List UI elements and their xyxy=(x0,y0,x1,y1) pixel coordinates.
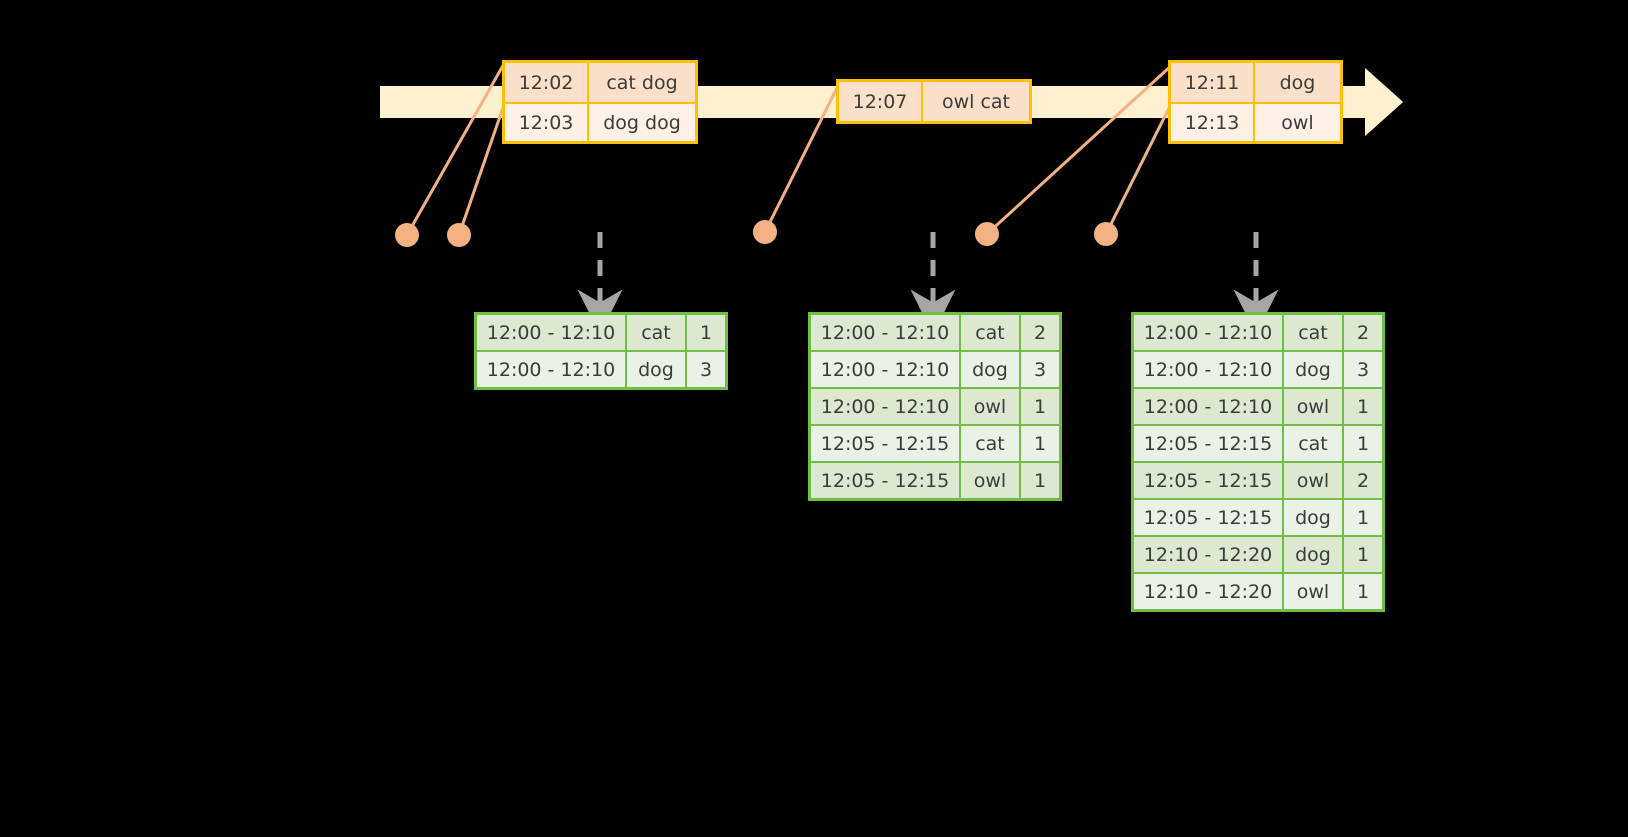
cell-window: 12:00 - 12:10 xyxy=(811,389,959,424)
cell-count: 1 xyxy=(1021,426,1059,461)
event-marker-5 xyxy=(1094,222,1118,246)
marker-dots xyxy=(395,220,1118,247)
cell-count: 1 xyxy=(1344,574,1382,609)
cell-window: 12:10 - 12:20 xyxy=(1134,574,1282,609)
cell-window: 12:00 - 12:10 xyxy=(1134,352,1282,387)
cell-key: cat xyxy=(627,315,685,350)
event-payload: dog dog xyxy=(589,102,695,141)
cell-key: owl xyxy=(961,463,1019,498)
event-marker-1-line xyxy=(405,61,507,236)
cell-window: 12:05 - 12:15 xyxy=(811,463,959,498)
event-time: 12:03 xyxy=(505,102,589,141)
cell-count: 1 xyxy=(1021,389,1059,424)
cell-count: 2 xyxy=(1344,315,1382,350)
cell-window: 12:05 - 12:15 xyxy=(1134,463,1282,498)
cell-key: dog xyxy=(961,352,1019,387)
event-marker-4 xyxy=(975,222,999,246)
event-payload: owl xyxy=(1255,102,1340,141)
cell-window: 12:05 - 12:15 xyxy=(1134,426,1282,461)
cell-key: dog xyxy=(1284,352,1342,387)
cell-key: owl xyxy=(1284,574,1342,609)
cell-key: dog xyxy=(627,352,685,387)
cell-count: 3 xyxy=(1021,352,1059,387)
cell-key: dog xyxy=(1284,500,1342,535)
cell-count: 2 xyxy=(1021,315,1059,350)
cell-window: 12:05 - 12:15 xyxy=(811,426,959,461)
cell-key: cat xyxy=(1284,426,1342,461)
cell-window: 12:05 - 12:15 xyxy=(1134,500,1282,535)
cell-window: 12:00 - 12:10 xyxy=(1134,389,1282,424)
cell-key: cat xyxy=(961,426,1019,461)
cell-window: 12:00 - 12:10 xyxy=(1134,315,1282,350)
cell-key: dog xyxy=(1284,537,1342,572)
cell-count: 1 xyxy=(687,315,725,350)
cell-window: 12:00 - 12:10 xyxy=(811,352,959,387)
cell-count: 1 xyxy=(1344,500,1382,535)
cell-window: 12:00 - 12:10 xyxy=(477,352,625,387)
event-marker-3 xyxy=(753,220,777,244)
event-marker-2 xyxy=(447,223,471,247)
event-marker-3-line xyxy=(763,81,842,233)
cell-count: 1 xyxy=(1344,537,1382,572)
cell-count: 1 xyxy=(1344,426,1382,461)
cell-count: 2 xyxy=(1344,463,1382,498)
cell-window: 12:00 - 12:10 xyxy=(811,315,959,350)
event-time: 12:07 xyxy=(839,82,923,121)
flow-arrows xyxy=(577,232,1279,335)
event-time: 12:11 xyxy=(1171,63,1255,102)
event-time: 12:13 xyxy=(1171,102,1255,141)
event-marker-2-line xyxy=(457,101,507,236)
cell-count: 1 xyxy=(1344,389,1382,424)
cell-key: owl xyxy=(1284,389,1342,424)
cell-count: 1 xyxy=(1021,463,1059,498)
event-payload: owl cat xyxy=(923,82,1029,121)
event-marker-1 xyxy=(395,223,419,247)
event-marker-5-line xyxy=(1104,101,1174,235)
cell-count: 3 xyxy=(1344,352,1382,387)
cell-key: owl xyxy=(1284,463,1342,498)
cell-key: cat xyxy=(961,315,1019,350)
event-time: 12:02 xyxy=(505,63,589,102)
cell-key: owl xyxy=(961,389,1019,424)
event-payload: cat dog xyxy=(589,63,695,102)
cell-window: 12:00 - 12:10 xyxy=(477,315,625,350)
cell-key: cat xyxy=(1284,315,1342,350)
cell-count: 3 xyxy=(687,352,725,387)
cell-window: 12:10 - 12:20 xyxy=(1134,537,1282,572)
event-payload: dog xyxy=(1255,63,1340,102)
